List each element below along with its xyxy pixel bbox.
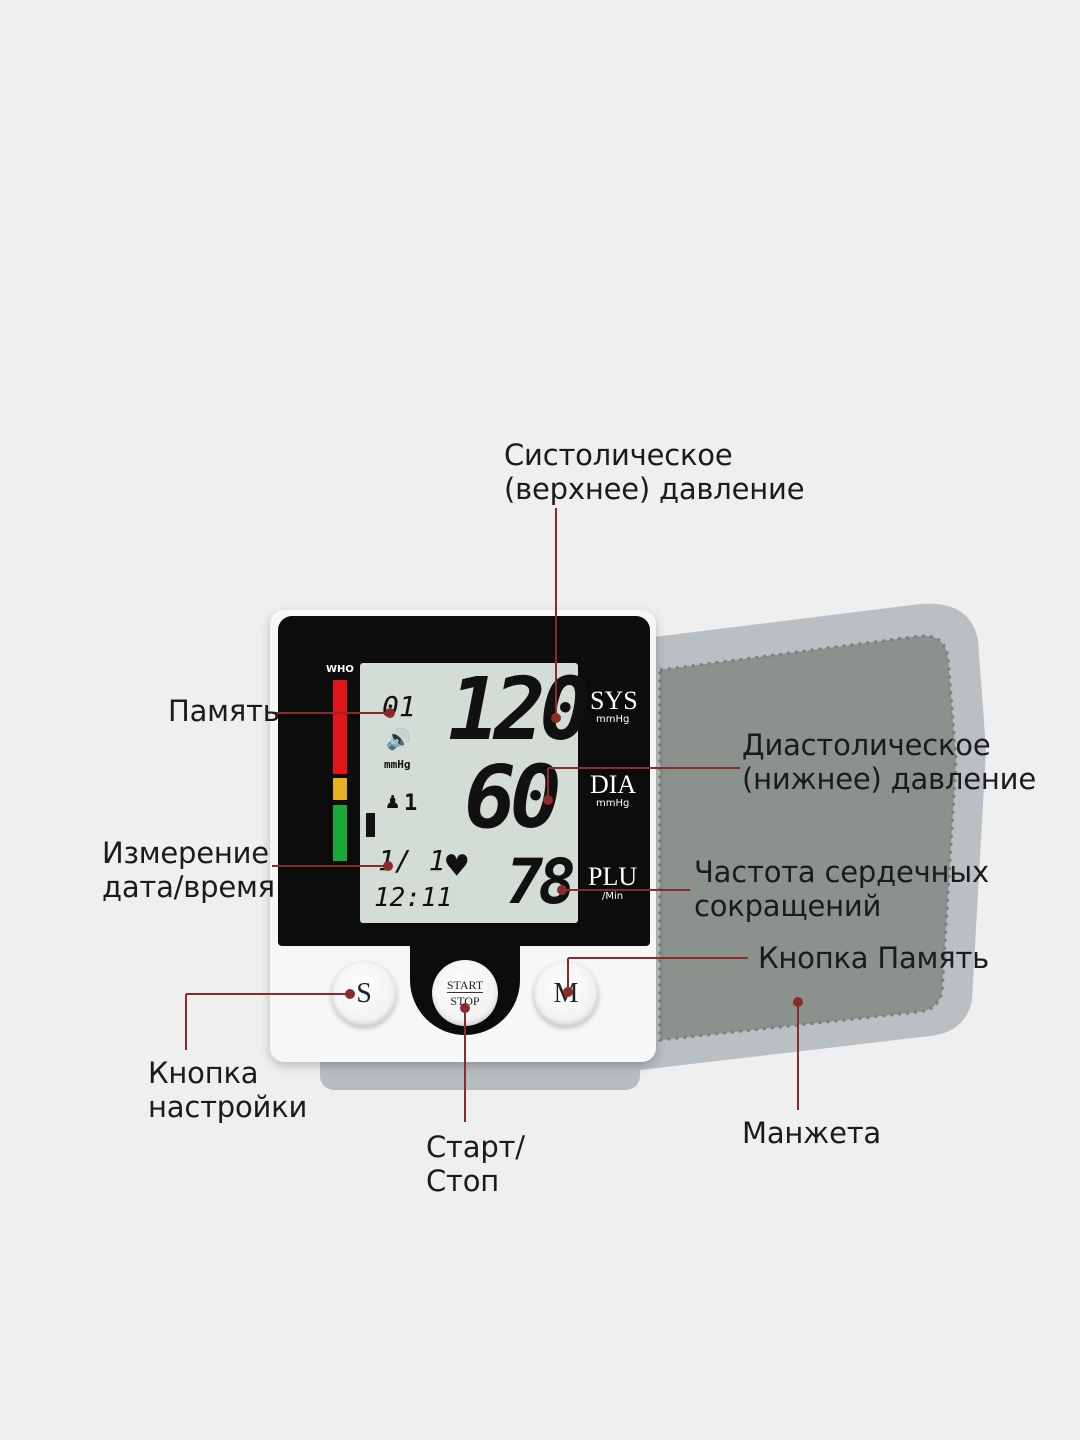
who-label: WHO: [326, 664, 354, 675]
sys-label: SYS: [590, 686, 638, 715]
plu-label: PLU: [588, 862, 638, 891]
heart-icon: ♥: [446, 846, 468, 887]
user-icon: ♟: [386, 789, 400, 814]
dia-unit: mmHg: [596, 798, 630, 809]
callout-settings-button: Кнопка настройки: [148, 1056, 308, 1124]
callout-cuff: Манжета: [742, 1116, 881, 1150]
plu-unit: /Min: [602, 891, 624, 902]
who-indicator-red: [333, 680, 347, 774]
lcd-screen: 01 🔊 mmHg ♟ 1 1/ 1 12:11 ♥ 120 60 78: [360, 663, 591, 923]
callout-pulse: Частота сердечных сокращений: [694, 855, 989, 923]
callout-memory: Память: [168, 694, 280, 728]
settings-button[interactable]: S: [332, 962, 396, 1026]
sound-icon: 🔊: [386, 727, 411, 751]
callout-memory-button: Кнопка Память: [758, 941, 990, 975]
callout-systolic: Систолическое (верхнее) давление: [504, 438, 805, 506]
user-index: 1: [404, 791, 418, 816]
sys-unit: mmHg: [596, 714, 630, 725]
settings-button-label: S: [356, 978, 372, 1009]
callout-diastolic: Диастолическое (нижнее) давление: [742, 728, 1036, 796]
time-readout: 12:11: [374, 883, 453, 913]
who-indicator-yellow: [333, 778, 347, 800]
date-readout: 1/ 1: [378, 844, 446, 877]
who-indicator-green: [333, 805, 347, 861]
systolic-value: 120: [448, 660, 591, 760]
stop-label: STOP: [450, 993, 480, 1008]
pulse-value: 78: [506, 845, 576, 918]
cuff-strap: [600, 600, 1020, 1070]
callout-start-stop: Старт/ Стоп: [426, 1130, 525, 1198]
battery-bar: [366, 813, 375, 837]
callout-measurement: Измерение дата/время: [102, 836, 275, 904]
unit-small: mmHg: [384, 758, 411, 771]
start-label: START: [446, 977, 484, 993]
dia-label: DIA: [590, 770, 637, 799]
